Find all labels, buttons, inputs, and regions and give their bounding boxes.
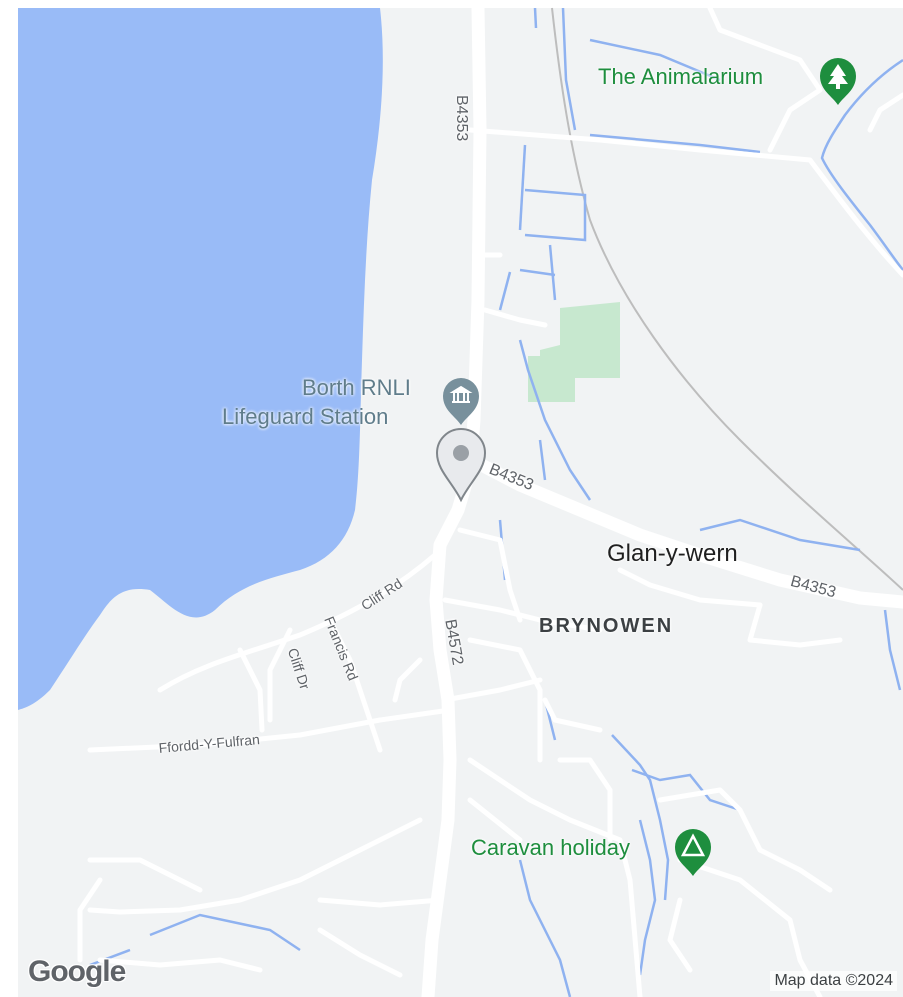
poi-label-caravan-holiday[interactable]: Caravan holiday [471,835,630,860]
park-area [528,302,620,402]
campsite-icon[interactable] [675,829,711,876]
tree-icon[interactable] [820,58,856,105]
minor-roads [77,5,903,997]
railway-line [551,7,903,591]
road-label-b4353-north: B4353 [453,95,470,142]
streams [89,7,903,997]
google-logo: Google [28,955,126,988]
poi-label-rnli-line1[interactable]: Borth RNLI [302,375,411,400]
poi-label-animalarium[interactable]: The Animalarium [598,64,764,89]
museum-icon[interactable] [443,378,479,425]
map-attribution[interactable]: Map data ©2024 [770,971,897,991]
place-label-glan-y-wern: Glan-y-wern [607,540,738,567]
location-pin-icon[interactable] [435,428,487,503]
main-roads [421,1,903,997]
poi-label-rnli-line2[interactable]: Lifeguard Station [222,404,389,429]
district-label-brynowen: BRYNOWEN [539,615,674,637]
sea-area [18,8,383,710]
